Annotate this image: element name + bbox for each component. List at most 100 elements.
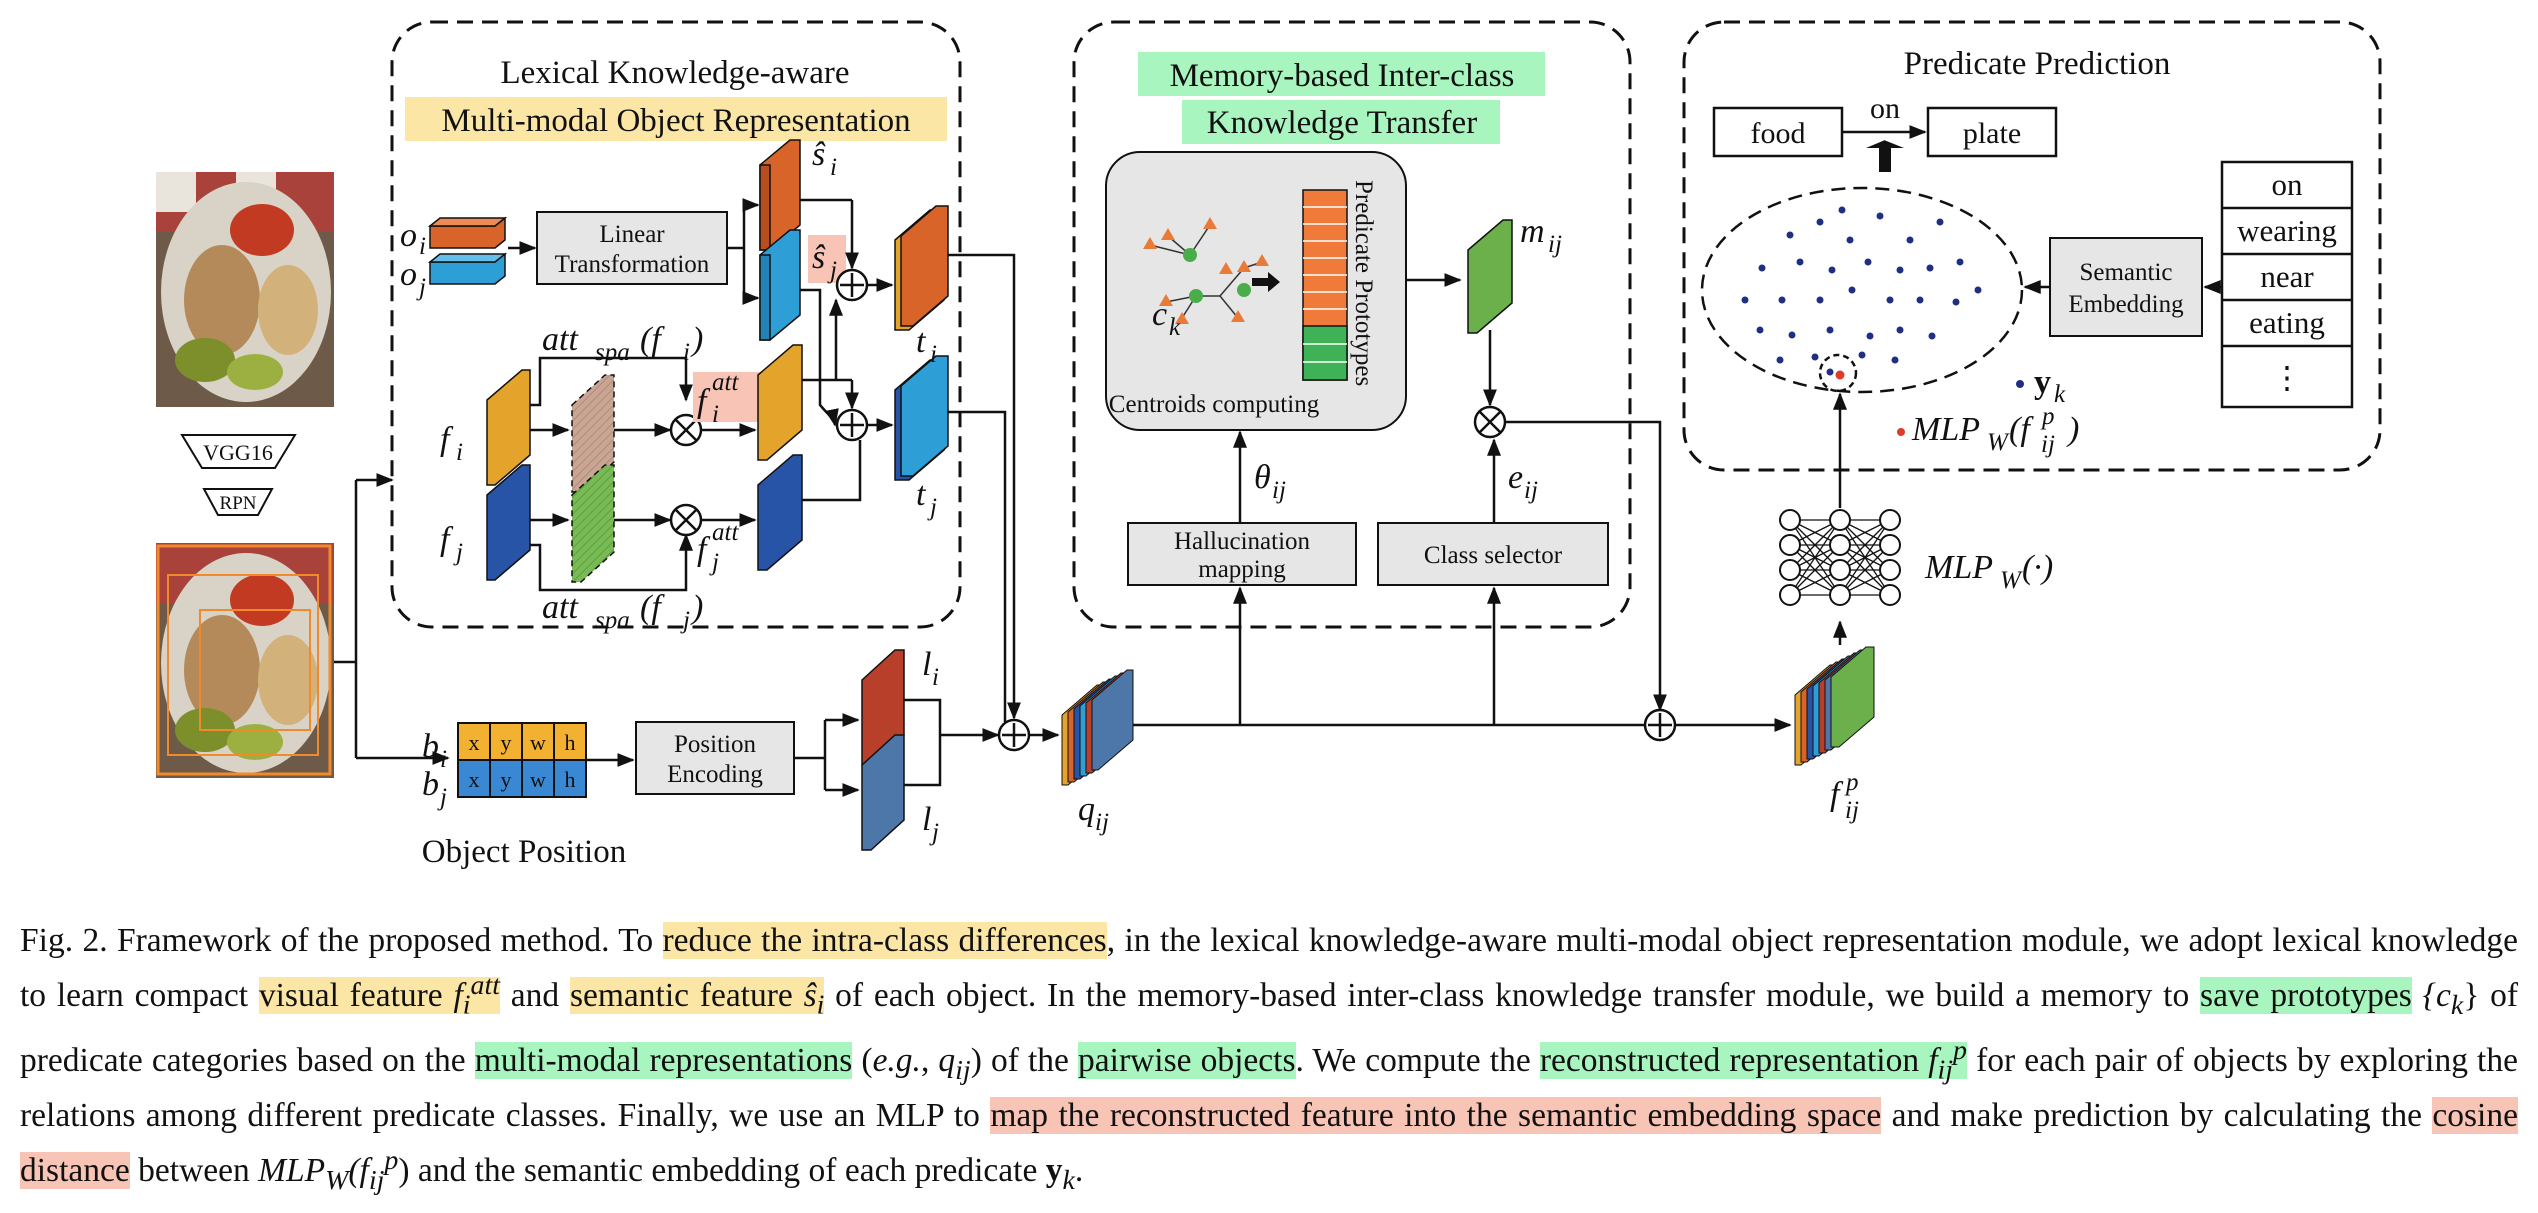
subject-label: food — [1751, 117, 1806, 150]
prediction-point — [1835, 370, 1845, 380]
fatt-j-to-plus-i — [802, 440, 862, 502]
svg-text:ij: ij — [2041, 431, 2055, 458]
caption-highlight-text: visual feature — [258, 977, 454, 1015]
svg-text:j: j — [680, 607, 690, 634]
lexical-subtitle: Multi-modal Object Representation — [441, 103, 910, 139]
memory-title-highlight-1 — [1138, 52, 1545, 96]
c-k-symbol: c k — [1152, 296, 1181, 341]
input-image — [156, 172, 334, 407]
caption-text: and the semantic embedding of each predi… — [409, 1151, 1046, 1189]
svg-text:f: f — [697, 531, 711, 568]
legend-y-k-marker — [2016, 380, 2024, 388]
class-selector-box — [1377, 522, 1609, 586]
s-i-symbol: ŝ i — [812, 136, 837, 181]
vgg16-label: VGG16 — [203, 440, 273, 465]
linear-label-1: Linear — [599, 221, 665, 248]
multiply-node-m — [1473, 405, 1507, 439]
caption-text: . We compute the — [1295, 1042, 1540, 1079]
svg-text:(f: (f — [640, 589, 665, 626]
svg-text:f: f — [440, 421, 454, 458]
rpn-label: RPN — [220, 493, 257, 514]
f-i-feature — [486, 369, 531, 486]
caption-math-sub: k — [2450, 989, 2464, 1021]
prediction-neighborhood — [1818, 353, 1858, 393]
centroids-label: Centroids computing — [1109, 391, 1320, 418]
lexical-title: Lexical Knowledge-aware — [500, 55, 849, 91]
caption-text: for each pair of objects by exploring th… — [20, 1042, 2518, 1134]
b-j-symbol: b j — [422, 766, 447, 811]
caption-text: ) of the — [970, 1042, 1079, 1079]
caption-math-sub: ij — [955, 1054, 971, 1086]
svg-text:i: i — [932, 664, 939, 691]
position-encoding-box — [635, 721, 795, 795]
svg-text:p: p — [2040, 403, 2055, 430]
plus-node-t-j — [835, 408, 869, 442]
plus-node-q — [997, 718, 1031, 752]
t-j-to-plus-q — [948, 410, 1007, 722]
caption-text: and make prediction by calculating the — [1881, 1096, 2433, 1134]
svg-text:t: t — [916, 323, 927, 360]
prediction-point-neighbor — [1826, 368, 1834, 376]
embedding-points — [1741, 206, 1982, 364]
svg-text:MLP: MLP — [1924, 549, 1993, 586]
linear-label-2: Transformation — [555, 251, 710, 278]
svg-text:att: att — [712, 369, 739, 396]
svg-text:ij: ij — [1845, 797, 1859, 824]
caption-math: ŝ — [803, 977, 817, 1015]
caption-text: and — [499, 977, 570, 1015]
t-j-feature — [894, 355, 949, 481]
m-ij-symbol: m ij — [1520, 213, 1562, 258]
svg-text:l: l — [922, 646, 931, 683]
l-j-feature — [861, 734, 905, 851]
att-j-path — [530, 533, 693, 592]
svg-text:j: j — [827, 257, 837, 284]
q-ij-symbol: q ij — [1078, 791, 1109, 836]
svg-text:(f: (f — [640, 321, 665, 358]
predicate-item-near: near — [2260, 259, 2314, 294]
position-field-w-j: w — [530, 767, 546, 792]
svg-text:o: o — [400, 256, 417, 293]
svg-text:att: att — [712, 519, 739, 546]
svg-text:i: i — [419, 233, 426, 260]
caption-math-sub: i — [462, 989, 471, 1021]
svg-text:b: b — [422, 766, 439, 803]
legend-mlp-marker — [1897, 428, 1905, 436]
caption-highlight-text: semantic feature — [569, 977, 804, 1015]
position-field-y-j: y — [501, 767, 512, 792]
predict-up-arrow — [1866, 140, 1904, 172]
predicate-item-more: ⋮ — [2272, 360, 2303, 395]
t-i-feature — [894, 205, 949, 331]
caption-highlight: visual feature fiatt — [258, 970, 500, 1021]
svg-text:(f: (f — [2009, 411, 2034, 448]
caption-math-sup: p — [1953, 1034, 1967, 1066]
position-field-x-i: x — [469, 730, 480, 755]
caption-math: f — [1928, 1042, 1938, 1079]
svg-text:j: j — [453, 539, 463, 566]
caption-math-sup: p — [384, 1144, 399, 1176]
svg-text:): ) — [2066, 411, 2079, 448]
f-i-symbol: f i — [440, 421, 463, 466]
svg-text:j: j — [929, 819, 939, 846]
prediction-title: Predicate Prediction — [1904, 46, 2171, 82]
svg-text:ŝ: ŝ — [812, 239, 826, 276]
caption-highlight: multi-modal representations — [474, 1042, 853, 1079]
e-ij-symbol: e ij — [1508, 459, 1538, 504]
caption-math: (f — [348, 1151, 369, 1189]
caption-text: between — [129, 1151, 259, 1189]
mlp-network — [1789, 519, 1891, 596]
svg-text:): ) — [690, 321, 703, 358]
hallucination-label-1: Hallucination — [1174, 528, 1311, 555]
s-i-feature — [759, 139, 801, 251]
theta-ij-symbol: θ ij — [1254, 459, 1286, 504]
svg-text:): ) — [690, 589, 703, 626]
position-grid-i: x y w h — [457, 722, 587, 761]
caption-math-close: } — [2463, 977, 2480, 1015]
object-position-label: Object Position — [422, 834, 626, 870]
caption-math-close: ) — [398, 1151, 410, 1189]
object-label: plate — [1963, 117, 2021, 150]
position-field-y-i: y — [501, 730, 512, 755]
caption-math-sub: ij — [1937, 1054, 1954, 1086]
svg-text:e: e — [1508, 459, 1523, 496]
position-encoding-label-1: Position — [674, 731, 756, 758]
mlp-nodes — [1779, 509, 1901, 606]
